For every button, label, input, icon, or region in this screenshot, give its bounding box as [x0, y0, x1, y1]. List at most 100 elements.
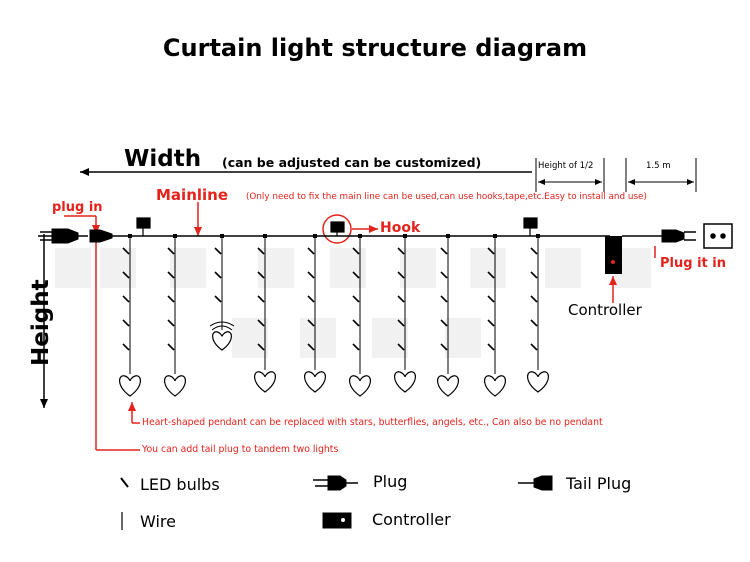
led-bulb	[530, 343, 538, 351]
led-bulb	[257, 295, 265, 303]
led-bulb	[122, 247, 130, 255]
led-bulb	[487, 247, 495, 255]
legend-led-label: LED bulbs	[140, 475, 220, 494]
led-bulb	[487, 271, 495, 279]
led-bulb	[397, 271, 405, 279]
led-bulb	[440, 319, 448, 327]
led-bulb	[122, 343, 130, 351]
led-bulb	[214, 247, 222, 255]
light-string	[304, 234, 326, 393]
mainline-note: (Only need to fix the main line can be u…	[246, 192, 647, 202]
light-string	[349, 234, 371, 397]
hook-label: Hook	[380, 220, 421, 236]
led-bulb	[487, 295, 495, 303]
heart-pendant-icon	[119, 375, 141, 397]
light-string	[437, 234, 459, 397]
height-half-dimension	[535, 158, 605, 192]
led-bulb	[122, 295, 130, 303]
legend-tail-plug-icon	[518, 475, 553, 491]
hooks	[136, 217, 538, 236]
length-dimension	[625, 158, 697, 192]
led-bulb	[530, 319, 538, 327]
controller-label: Controller	[568, 301, 642, 319]
heart-pendant-icon	[254, 371, 276, 393]
led-bulb	[440, 295, 448, 303]
light-string	[484, 234, 506, 397]
plug-it-in-label: Plug it in	[660, 256, 726, 271]
led-bulb	[487, 343, 495, 351]
mainline-label: Mainline	[156, 186, 229, 204]
light-strings	[119, 234, 549, 397]
led-bulb	[167, 343, 175, 351]
led-bulb	[307, 271, 315, 279]
led-bulb	[440, 271, 448, 279]
light-string	[254, 234, 276, 393]
height-half-label: Height of 1/2	[538, 161, 594, 171]
heart-pendant-icon	[484, 375, 506, 397]
legend-controller-icon	[322, 512, 352, 529]
legend-controller-label: Controller	[372, 510, 451, 529]
width-label: Width	[124, 146, 202, 172]
led-bulb	[257, 343, 265, 351]
led-bulb	[397, 343, 405, 351]
page-title: Curtain light structure diagram	[162, 34, 588, 62]
led-bulb	[530, 295, 538, 303]
led-bulb	[307, 247, 315, 255]
output-plug	[661, 229, 696, 243]
led-bulb	[352, 295, 360, 303]
led-bulb	[122, 271, 130, 279]
heart-pendant-icon	[212, 331, 232, 351]
legend-icons	[120, 475, 553, 530]
led-bulb	[440, 343, 448, 351]
led-bulb	[307, 343, 315, 351]
led-bulb	[352, 343, 360, 351]
legend-tail-plug-label: Tail Plug	[566, 474, 632, 493]
light-string	[164, 234, 186, 397]
pendant-note: Heart-shaped pendant can be replaced wit…	[142, 417, 603, 428]
led-bulb	[530, 247, 538, 255]
led-bulb	[352, 319, 360, 327]
led-bulb	[307, 295, 315, 303]
legend-plug-label: Plug	[373, 472, 408, 491]
led-bulb	[397, 319, 405, 327]
led-bulb	[257, 247, 265, 255]
tail-note: You can add tail plug to tandem two ligh…	[142, 444, 339, 455]
led-bulb	[487, 319, 495, 327]
led-bulb	[214, 271, 222, 279]
led-bulb	[397, 295, 405, 303]
wall-socket	[703, 223, 733, 249]
led-bulb	[214, 295, 222, 303]
heart-pendant-icon	[164, 375, 186, 397]
bow-icon	[209, 321, 235, 331]
led-bulb	[167, 319, 175, 327]
legend-led-icon	[120, 477, 129, 488]
heart-pendant-icon	[304, 371, 326, 393]
tail-plug	[89, 229, 128, 243]
legend-wire-label: Wire	[140, 512, 176, 531]
led-bulb	[257, 271, 265, 279]
height-label: Height	[28, 279, 54, 366]
input-plug	[38, 228, 88, 244]
legend-plug-icon	[313, 475, 358, 491]
light-string	[119, 234, 141, 397]
led-bulb	[122, 319, 130, 327]
led-bulb	[530, 271, 538, 279]
led-bulb	[257, 319, 265, 327]
light-string	[209, 234, 235, 351]
led-bulb	[352, 271, 360, 279]
plug-in-label: plug in	[52, 200, 103, 215]
light-string	[394, 234, 416, 393]
led-bulb	[307, 319, 315, 327]
heart-pendant-icon	[394, 371, 416, 393]
heart-pendant-icon	[527, 371, 549, 393]
watermark	[55, 248, 651, 358]
led-bulb	[440, 247, 448, 255]
annotation-leaders	[64, 202, 656, 451]
length-label: 1.5 m	[646, 161, 671, 171]
controller-box	[605, 236, 622, 274]
led-bulb	[397, 247, 405, 255]
led-bulb	[167, 295, 175, 303]
heart-pendant-icon	[437, 375, 459, 397]
